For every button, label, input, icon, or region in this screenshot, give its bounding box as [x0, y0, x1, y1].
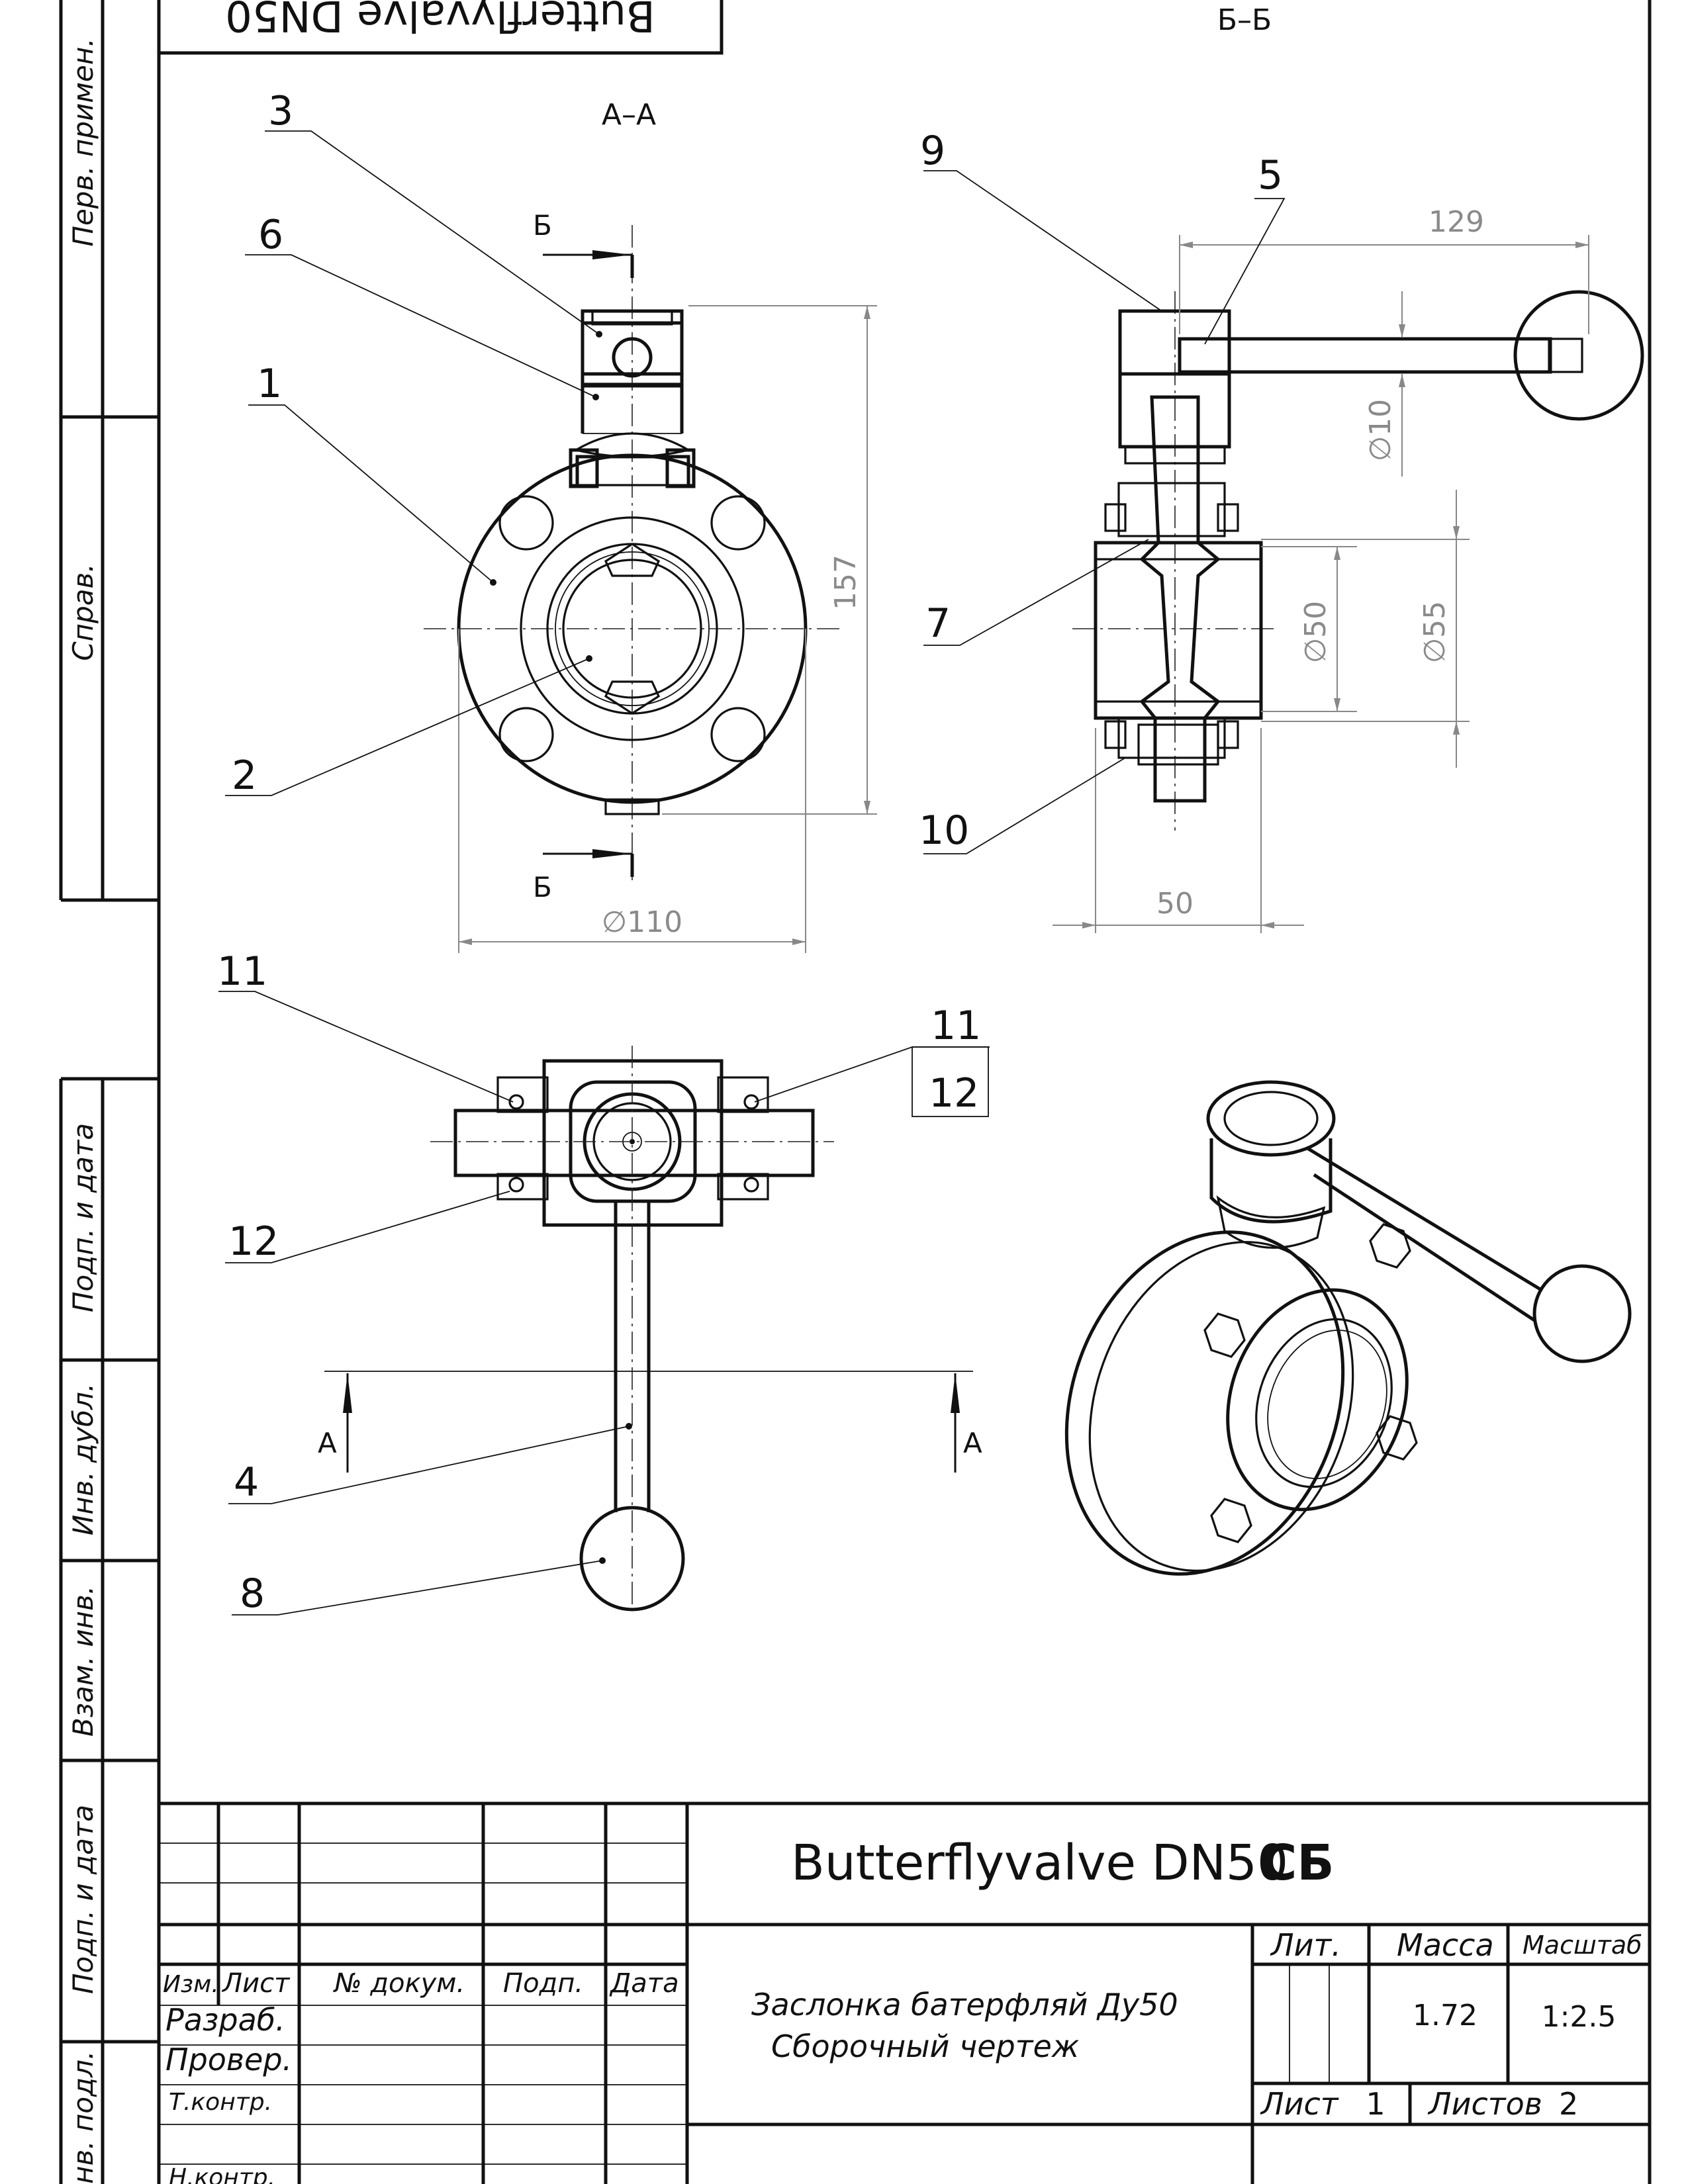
balloon-10: 10 — [919, 807, 969, 854]
top-title-mirrored: Butterflyvalve DN50 — [225, 0, 655, 40]
tb-lit-label: Лит. — [1270, 1927, 1341, 1963]
strip-label-vzam: Взам. инв. — [67, 1586, 99, 1737]
balloon-4: 4 — [234, 1459, 259, 1506]
dim-157-text: 157 — [829, 555, 863, 610]
tb-col-data: Дата — [609, 1968, 679, 1999]
dim-55-text: ∅55 — [1418, 601, 1452, 663]
dim-110 — [458, 629, 806, 953]
balloon-12-right: 12 — [929, 1070, 979, 1116]
tb-mass-label: Масса — [1397, 1927, 1494, 1963]
strip-label-podp2: Подп. и дата — [67, 1805, 99, 1994]
strip-label-sprav: Справ. — [67, 563, 99, 660]
tb-row-nkontr: Н.контр. — [169, 2164, 275, 2184]
dim-157 — [662, 305, 877, 815]
tb-sheets-value: 2 — [1559, 2086, 1578, 2122]
strip-label-inv-dubl: Инв. дубл. — [67, 1383, 99, 1535]
strip-label-inv-podl: Инв. подл. — [67, 2051, 99, 2184]
tb-name-line2: Сборочный чертеж — [771, 2028, 1080, 2064]
view-section-bb — [1072, 290, 1644, 831]
dims-section — [1053, 235, 1589, 933]
cut-label-a-right: А — [963, 1427, 982, 1459]
strip-label-podp1: Подп. и дата — [67, 1123, 99, 1312]
leaders-section — [923, 170, 1286, 854]
tb-mass-value: 1.72 — [1413, 1999, 1477, 2032]
leaders-top — [218, 991, 990, 1615]
side-strip — [59, 0, 159, 2184]
view-front-aa — [424, 225, 841, 880]
leaders-front — [225, 130, 602, 796]
tb-col-podp: Подп. — [503, 1968, 583, 1999]
balloon-12-left: 12 — [228, 1218, 279, 1265]
view-label-bb: Б–Б — [1217, 3, 1272, 37]
view-label-aa: А–А — [602, 98, 656, 132]
view-isometric — [1064, 1080, 1632, 1576]
strip-label-perv: Перв. примен. — [67, 38, 99, 246]
sheet-frame — [157, 0, 1652, 2184]
tb-row-tkontr: Т.контр. — [169, 2089, 272, 2116]
cut-line-a — [324, 1371, 973, 1473]
dim-50-width-text: 50 — [1156, 887, 1194, 921]
cut-label-a-left: А — [318, 1427, 337, 1459]
tb-col-list: Лист — [221, 1968, 291, 1999]
tb-scale-label: Масштаб — [1523, 1931, 1642, 1960]
balloon-5: 5 — [1258, 152, 1283, 199]
cut-label-b-top: Б — [533, 209, 552, 242]
balloon-9: 9 — [920, 128, 945, 174]
title-block-frame — [159, 1801, 1650, 2184]
tb-scale-value: 1:2.5 — [1542, 2000, 1617, 2034]
balloon-6: 6 — [258, 212, 283, 258]
balloon-1: 1 — [257, 361, 282, 407]
balloon-8: 8 — [240, 1570, 265, 1617]
tb-name-line1: Заслонка батерфляй Ду50 — [751, 1987, 1178, 2023]
balloon-11-left: 11 — [217, 948, 267, 995]
cut-label-b-bottom: Б — [533, 871, 552, 903]
dim-129-text: 129 — [1429, 205, 1484, 239]
tb-row-razrab: Разраб. — [165, 2002, 285, 2038]
dim-10-text: ∅10 — [1364, 399, 1397, 461]
balloon-3: 3 — [268, 88, 293, 134]
tb-designation: Butterflyvalve DN50 — [791, 1835, 1288, 1891]
balloon-2: 2 — [232, 752, 257, 799]
balloon-7: 7 — [925, 600, 951, 647]
dim-50-dia-text: ∅50 — [1299, 601, 1333, 663]
cut-marks-b — [543, 250, 634, 877]
tb-doc-code: СБ — [1261, 1835, 1335, 1891]
dim-110-text: ∅110 — [602, 905, 682, 939]
tb-col-izm: Изм. — [163, 1971, 219, 1998]
tb-sheet-label: Лист — [1260, 2086, 1339, 2122]
tb-sheets-label: Листов — [1427, 2086, 1542, 2122]
tb-row-prover: Провер. — [165, 2042, 292, 2077]
tb-sheet-value: 1 — [1366, 2086, 1385, 2122]
tb-col-doc: № докум. — [333, 1968, 465, 1999]
balloon-11-right: 11 — [931, 1003, 981, 1049]
view-top — [430, 1046, 834, 1612]
